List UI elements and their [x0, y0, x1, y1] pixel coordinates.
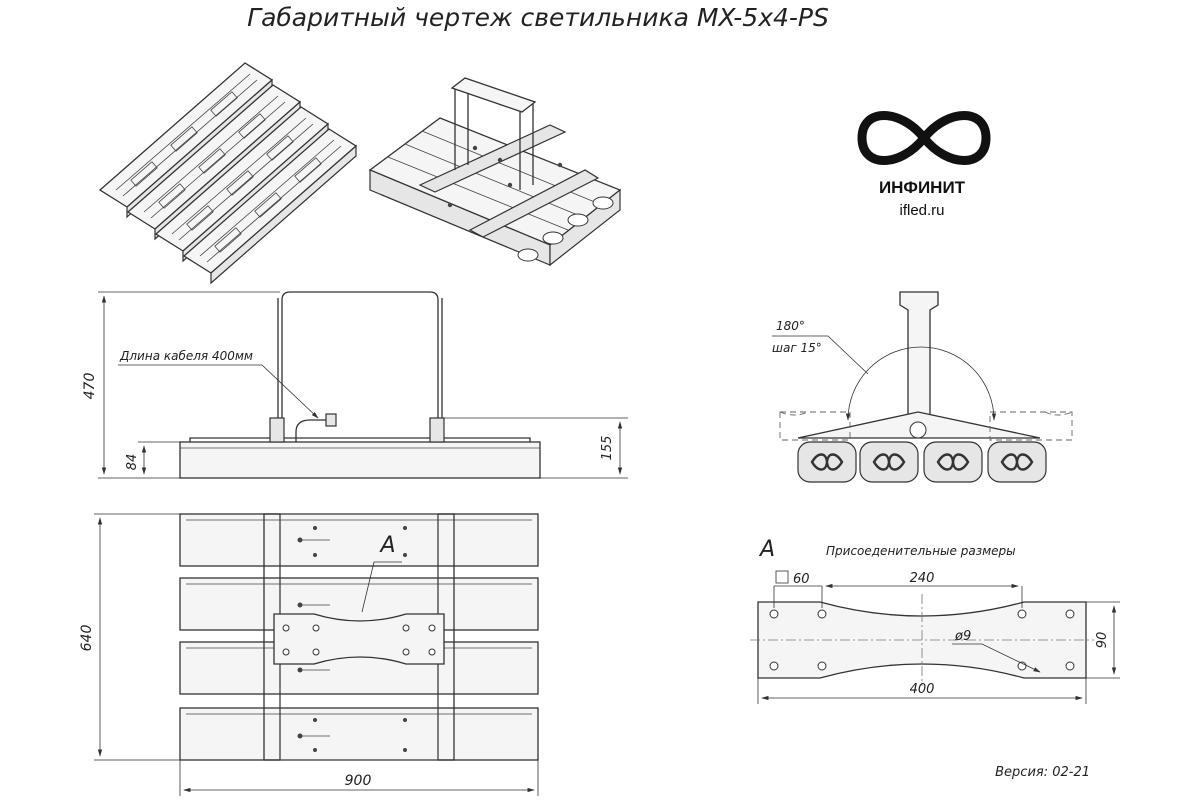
rotation-angle: 180° [776, 319, 805, 333]
dim-total-height: 470 [82, 373, 98, 400]
rotation-step: шаг 15° [772, 341, 822, 355]
brand-name: ИНФИНИТ [879, 178, 966, 197]
dim-hole-diameter: ø9 [954, 629, 971, 644]
dim-width: 900 [345, 773, 372, 789]
version-label: Версия: 02-21 [995, 765, 1090, 780]
dim-depth: 640 [79, 625, 95, 652]
detail-a-caption: Присоеденительные размеры [826, 544, 1016, 558]
led-rail [182, 128, 358, 285]
dim-square: 60 [793, 572, 810, 587]
top-view: А 640 900 [79, 513, 539, 796]
brand-website: ifled.ru [899, 202, 944, 219]
side-view: 180° шаг 15° [772, 291, 1073, 483]
heatsink-profile [987, 441, 1047, 483]
detail-a-label: А [758, 537, 775, 562]
brand-logo: ИНФИНИТ ifled.ru [857, 111, 991, 219]
infinity-icon [857, 111, 991, 165]
cable-length-note: Длина кабеля 400мм [119, 349, 253, 363]
isometric-view-bottom [98, 62, 358, 285]
heatsink-profile [923, 441, 983, 483]
dim-bracket-height: 155 [600, 436, 615, 461]
dim-plate-length: 400 [910, 682, 935, 697]
heatsink-profile [859, 441, 919, 483]
detail-a: А Присоеденительные размеры 60 240 ø9 90 [750, 537, 1120, 704]
isometric-view-top [368, 77, 622, 267]
dim-plate-height: 90 [1095, 632, 1110, 649]
dim-hole-spacing: 240 [910, 571, 935, 586]
heatsink-profile [797, 441, 857, 483]
drawing-title: Габаритный чертеж светильника MX-5x4-PS [247, 3, 829, 32]
front-view: 470 84 155 Длина кабеля 400мм [82, 291, 628, 479]
detail-callout: А [378, 533, 395, 558]
dim-body-height: 84 [125, 454, 140, 471]
